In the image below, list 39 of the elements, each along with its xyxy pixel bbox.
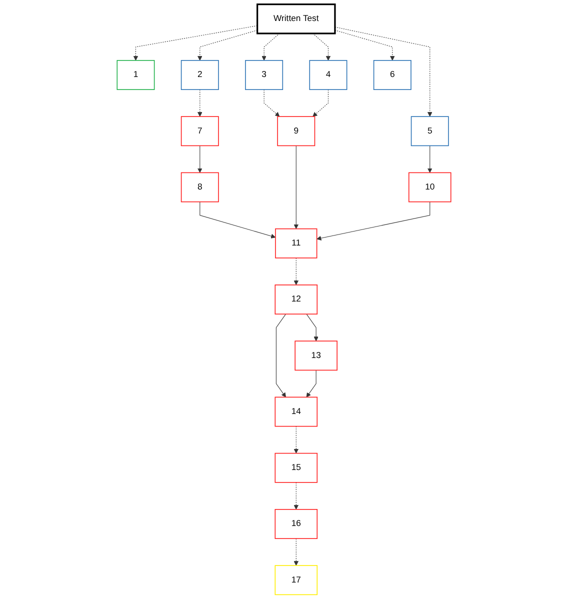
node-box: 12 (274, 284, 318, 314)
arrow (312, 33, 331, 61)
node-box: 1 (116, 60, 155, 90)
arrow (334, 26, 432, 117)
arrow (294, 426, 299, 454)
arrow (306, 370, 316, 398)
arrow (276, 314, 286, 398)
node-box: 7 (180, 116, 219, 146)
arrow (264, 89, 280, 117)
node-box: 4 (309, 60, 348, 90)
arrow (334, 30, 395, 61)
arrow (316, 202, 430, 240)
node-box: 10 (408, 172, 452, 202)
arrow (294, 258, 299, 286)
arrow (200, 202, 276, 238)
node-box: 3 (245, 60, 284, 90)
node-box: 6 (373, 60, 412, 90)
node-box: 15 (274, 452, 318, 483)
node-box: 11 (275, 228, 318, 258)
arrow (133, 25, 258, 61)
node-box: Written Test (256, 4, 336, 34)
arrow (198, 89, 202, 117)
node-box: 17 (274, 565, 318, 596)
arrow (262, 33, 280, 61)
node-box: 9 (277, 116, 316, 146)
node-box: 2 (180, 60, 219, 90)
node-box: 14 (274, 396, 318, 427)
arrow (428, 145, 432, 173)
node-box: 5 (410, 116, 449, 146)
arrow (294, 145, 299, 230)
arrow (198, 145, 202, 173)
node-box: 8 (180, 172, 219, 202)
arrow (294, 482, 299, 510)
arrow (312, 89, 328, 117)
node-box: 16 (274, 509, 318, 539)
arrow (198, 30, 258, 61)
node-box: 13 (294, 340, 338, 371)
arrow (306, 314, 318, 342)
arrow (294, 538, 299, 566)
